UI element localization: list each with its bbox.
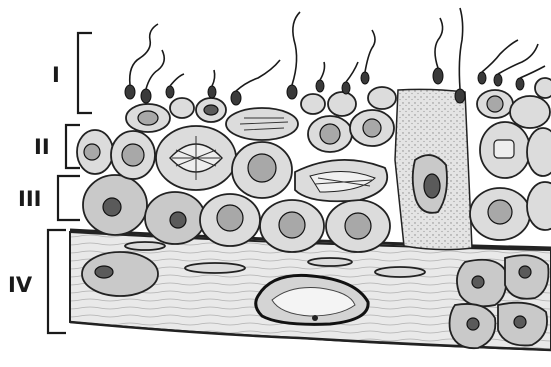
bracket-layer-1 <box>78 33 92 113</box>
layer-labels: I II III IV <box>8 63 60 297</box>
layer-label-3: III <box>18 187 41 211</box>
sperm-tails <box>125 8 545 105</box>
layer-label-1: I <box>52 63 60 87</box>
bracket-layer-3 <box>58 176 80 220</box>
fibroblast-cell <box>82 252 158 296</box>
bracket-layer-4 <box>48 230 66 333</box>
layer-label-4: IV <box>8 273 33 297</box>
layer-label-2: II <box>34 135 50 159</box>
sertoli-cell <box>395 89 472 249</box>
